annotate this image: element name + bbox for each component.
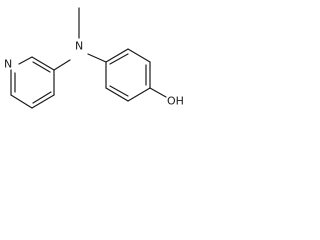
pyridine-ring — [10, 56, 55, 109]
bond-phenol-5-inner — [109, 85, 129, 97]
bond-pyridine-5 — [31, 56, 55, 71]
molecule-structure-diagram: N N OH — [4, 7, 184, 109]
hydroxyl-label: OH — [167, 95, 184, 108]
bond-phenol-1 — [105, 48, 129, 63]
bond-phenol-1-inner — [109, 53, 129, 65]
bond-phenol-4 — [127, 87, 151, 102]
bond-pyridine-5-inner — [32, 61, 51, 73]
bond-pyridine-3 — [31, 94, 55, 109]
bond-pyridine-2 — [10, 94, 33, 109]
bond-pyridine-6 — [18, 56, 33, 65]
pyridine-nitrogen-label: N — [4, 58, 12, 71]
bond-hydroxyl — [149, 87, 167, 98]
bond-amine-to-phenyl — [87, 53, 107, 63]
phenol-ring — [105, 48, 151, 102]
bond-phenol-2 — [127, 48, 151, 63]
amine-nitrogen-label: N — [75, 40, 83, 53]
bond-pyridine-to-amine — [53, 59, 71, 71]
bond-pyridine-3-inner — [32, 91, 52, 104]
bond-phenol-5 — [105, 87, 129, 102]
